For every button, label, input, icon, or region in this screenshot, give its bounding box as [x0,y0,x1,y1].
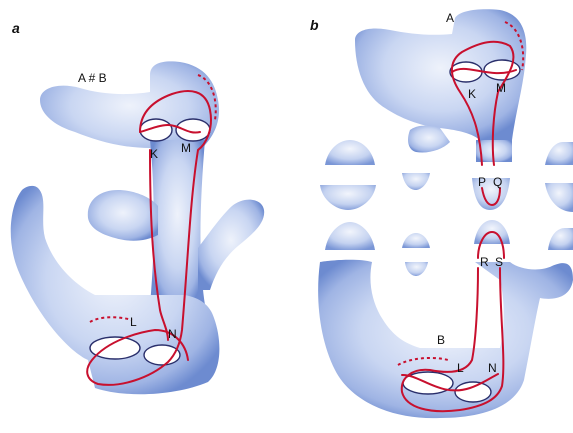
label-k-a: K [150,147,158,161]
relation-label: A # B [78,71,107,85]
right-arm [198,200,264,290]
cap-mid-1 [320,185,376,210]
cap-top-2 [402,173,430,190]
label-k-b: K [468,87,476,101]
cap-low-4 [405,262,428,276]
handle-hole-n-b [455,382,491,402]
cap-top-3 [545,142,573,165]
panel-b: b A [310,9,573,418]
handle-hole-m [176,119,210,141]
label-n-a: N [168,327,177,341]
cap-low-3 [548,228,573,250]
cap-low-2 [402,233,430,248]
panel-a-letter: a [12,20,20,36]
label-l-b: L [457,361,464,375]
label-q: Q [493,175,502,189]
inner-lobe [88,190,158,241]
label-p: P [478,175,486,189]
lower-piece-b [318,260,573,418]
handle-hole-k-b [450,62,482,82]
label-s: S [495,255,503,269]
cap-low-1 [325,222,375,250]
cap-mid-3 [545,183,573,212]
label-b-bottom: B [437,333,445,347]
label-m-b: M [496,81,506,95]
cap-top-1 [325,140,375,165]
label-r: R [480,255,489,269]
panel-b-letter: b [310,17,319,33]
handle-hole-l [90,337,140,359]
label-l-a: L [130,315,137,329]
label-n-b: N [488,361,497,375]
panel-a: a A # B K M L N [11,20,264,394]
upper-lobe-b [408,126,450,153]
label-a-top: A [446,11,454,25]
label-m-a: M [181,141,191,155]
